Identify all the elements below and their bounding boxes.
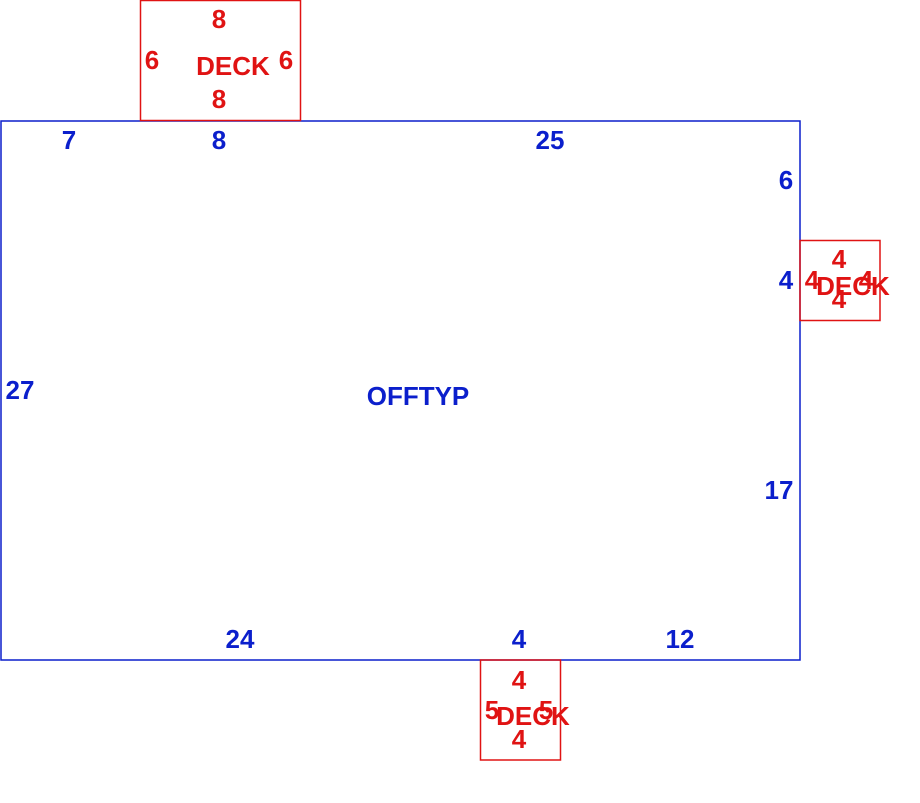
main-dimension-label: 6 [779,165,793,195]
main-dimension-label: 7 [62,125,76,155]
deck-dimension-label: 5 [485,695,499,725]
main-dimension-label: 27 [6,375,35,405]
deck-label: DECK [816,271,890,301]
deck-top-outline [139,0,302,122]
deck-dimension-label: 4 [832,284,847,314]
deck-dimension-label: 6 [145,45,159,75]
deck-bottom-outline [479,659,562,761]
deck-dimension-label: 4 [512,665,527,695]
deck-dimension-label: 6 [279,45,293,75]
deck-dimension-label: 4 [512,724,527,754]
deck-dimension-label: 8 [212,4,226,34]
main-dimension-label: 17 [765,475,794,505]
main-dimension-label: 12 [666,624,695,654]
main-dimension-label: 8 [212,125,226,155]
deck-label: DECK [196,51,270,81]
deck-right-outline [799,239,881,322]
main-dimension-label: 4 [779,265,794,295]
deck-dimension-label: 4 [859,265,874,295]
main-dimension-label: 24 [226,624,255,654]
deck-dimension-label: 8 [212,84,226,114]
main-dimension-label: 4 [512,624,527,654]
deck-label: DECK [496,701,570,731]
deck-dimension-label: 4 [832,244,847,274]
main-area-label: OFFTYP [367,381,470,411]
main-area-outline [0,120,801,661]
deck-dimension-label: 5 [539,695,553,725]
main-dimension-label: 25 [536,125,565,155]
deck-dimension-label: 4 [805,265,820,295]
